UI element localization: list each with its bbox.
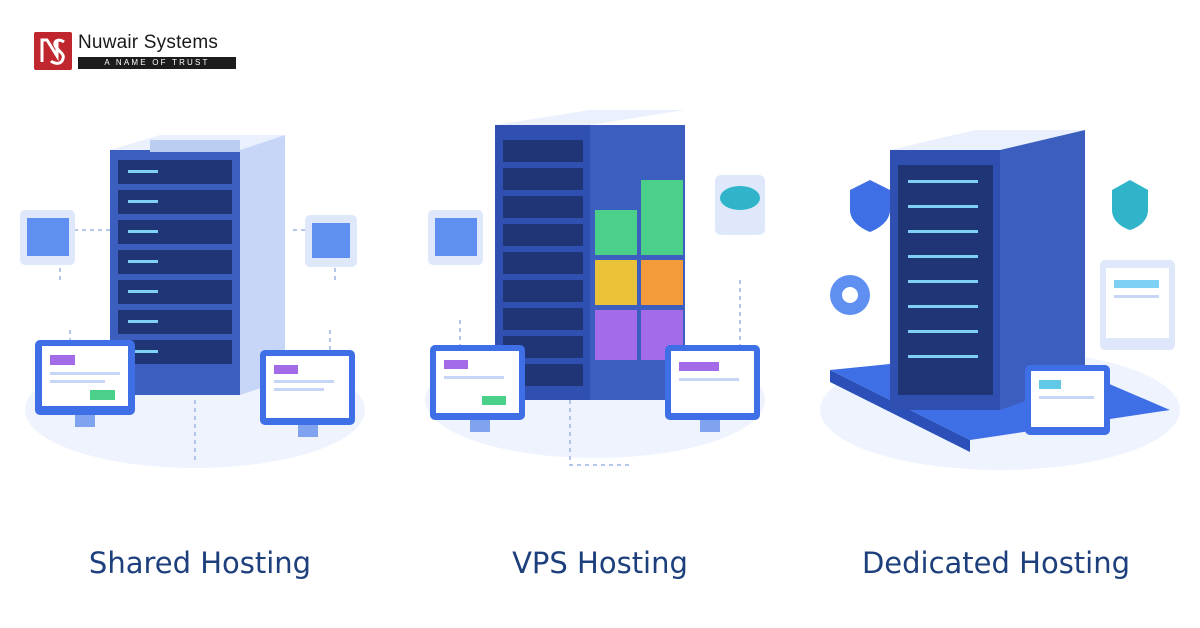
panel-title-dedicated: Dedicated Hosting — [861, 546, 1131, 580]
gear-icon — [830, 275, 870, 315]
shared-hosting-illustration — [0, 80, 400, 500]
shield-icon — [850, 180, 890, 232]
brand-tagline: A NAME OF TRUST — [78, 57, 236, 69]
monitor-icon — [35, 340, 135, 427]
shield-icon — [1112, 180, 1148, 230]
brand-name: Nuwair Systems — [78, 32, 219, 53]
panel-title-shared: Shared Hosting — [88, 546, 312, 580]
monitor-icon — [260, 350, 355, 437]
panel-title-vps: VPS Hosting — [512, 546, 688, 580]
logo-mark-icon — [34, 32, 72, 70]
dedicated-hosting-illustration — [800, 80, 1200, 500]
brand-logo[interactable]: Nuwair Systems A NAME OF TRUST — [34, 32, 240, 72]
vps-hosting-illustration — [400, 80, 800, 500]
cloud-icon — [715, 175, 765, 235]
server-rack-icon — [890, 130, 1085, 410]
monitor-icon — [665, 345, 760, 432]
monitor-icon — [1100, 260, 1175, 350]
monitor-icon — [430, 345, 525, 432]
server-rack-icon — [110, 135, 285, 395]
monitor-icon — [1025, 365, 1110, 435]
